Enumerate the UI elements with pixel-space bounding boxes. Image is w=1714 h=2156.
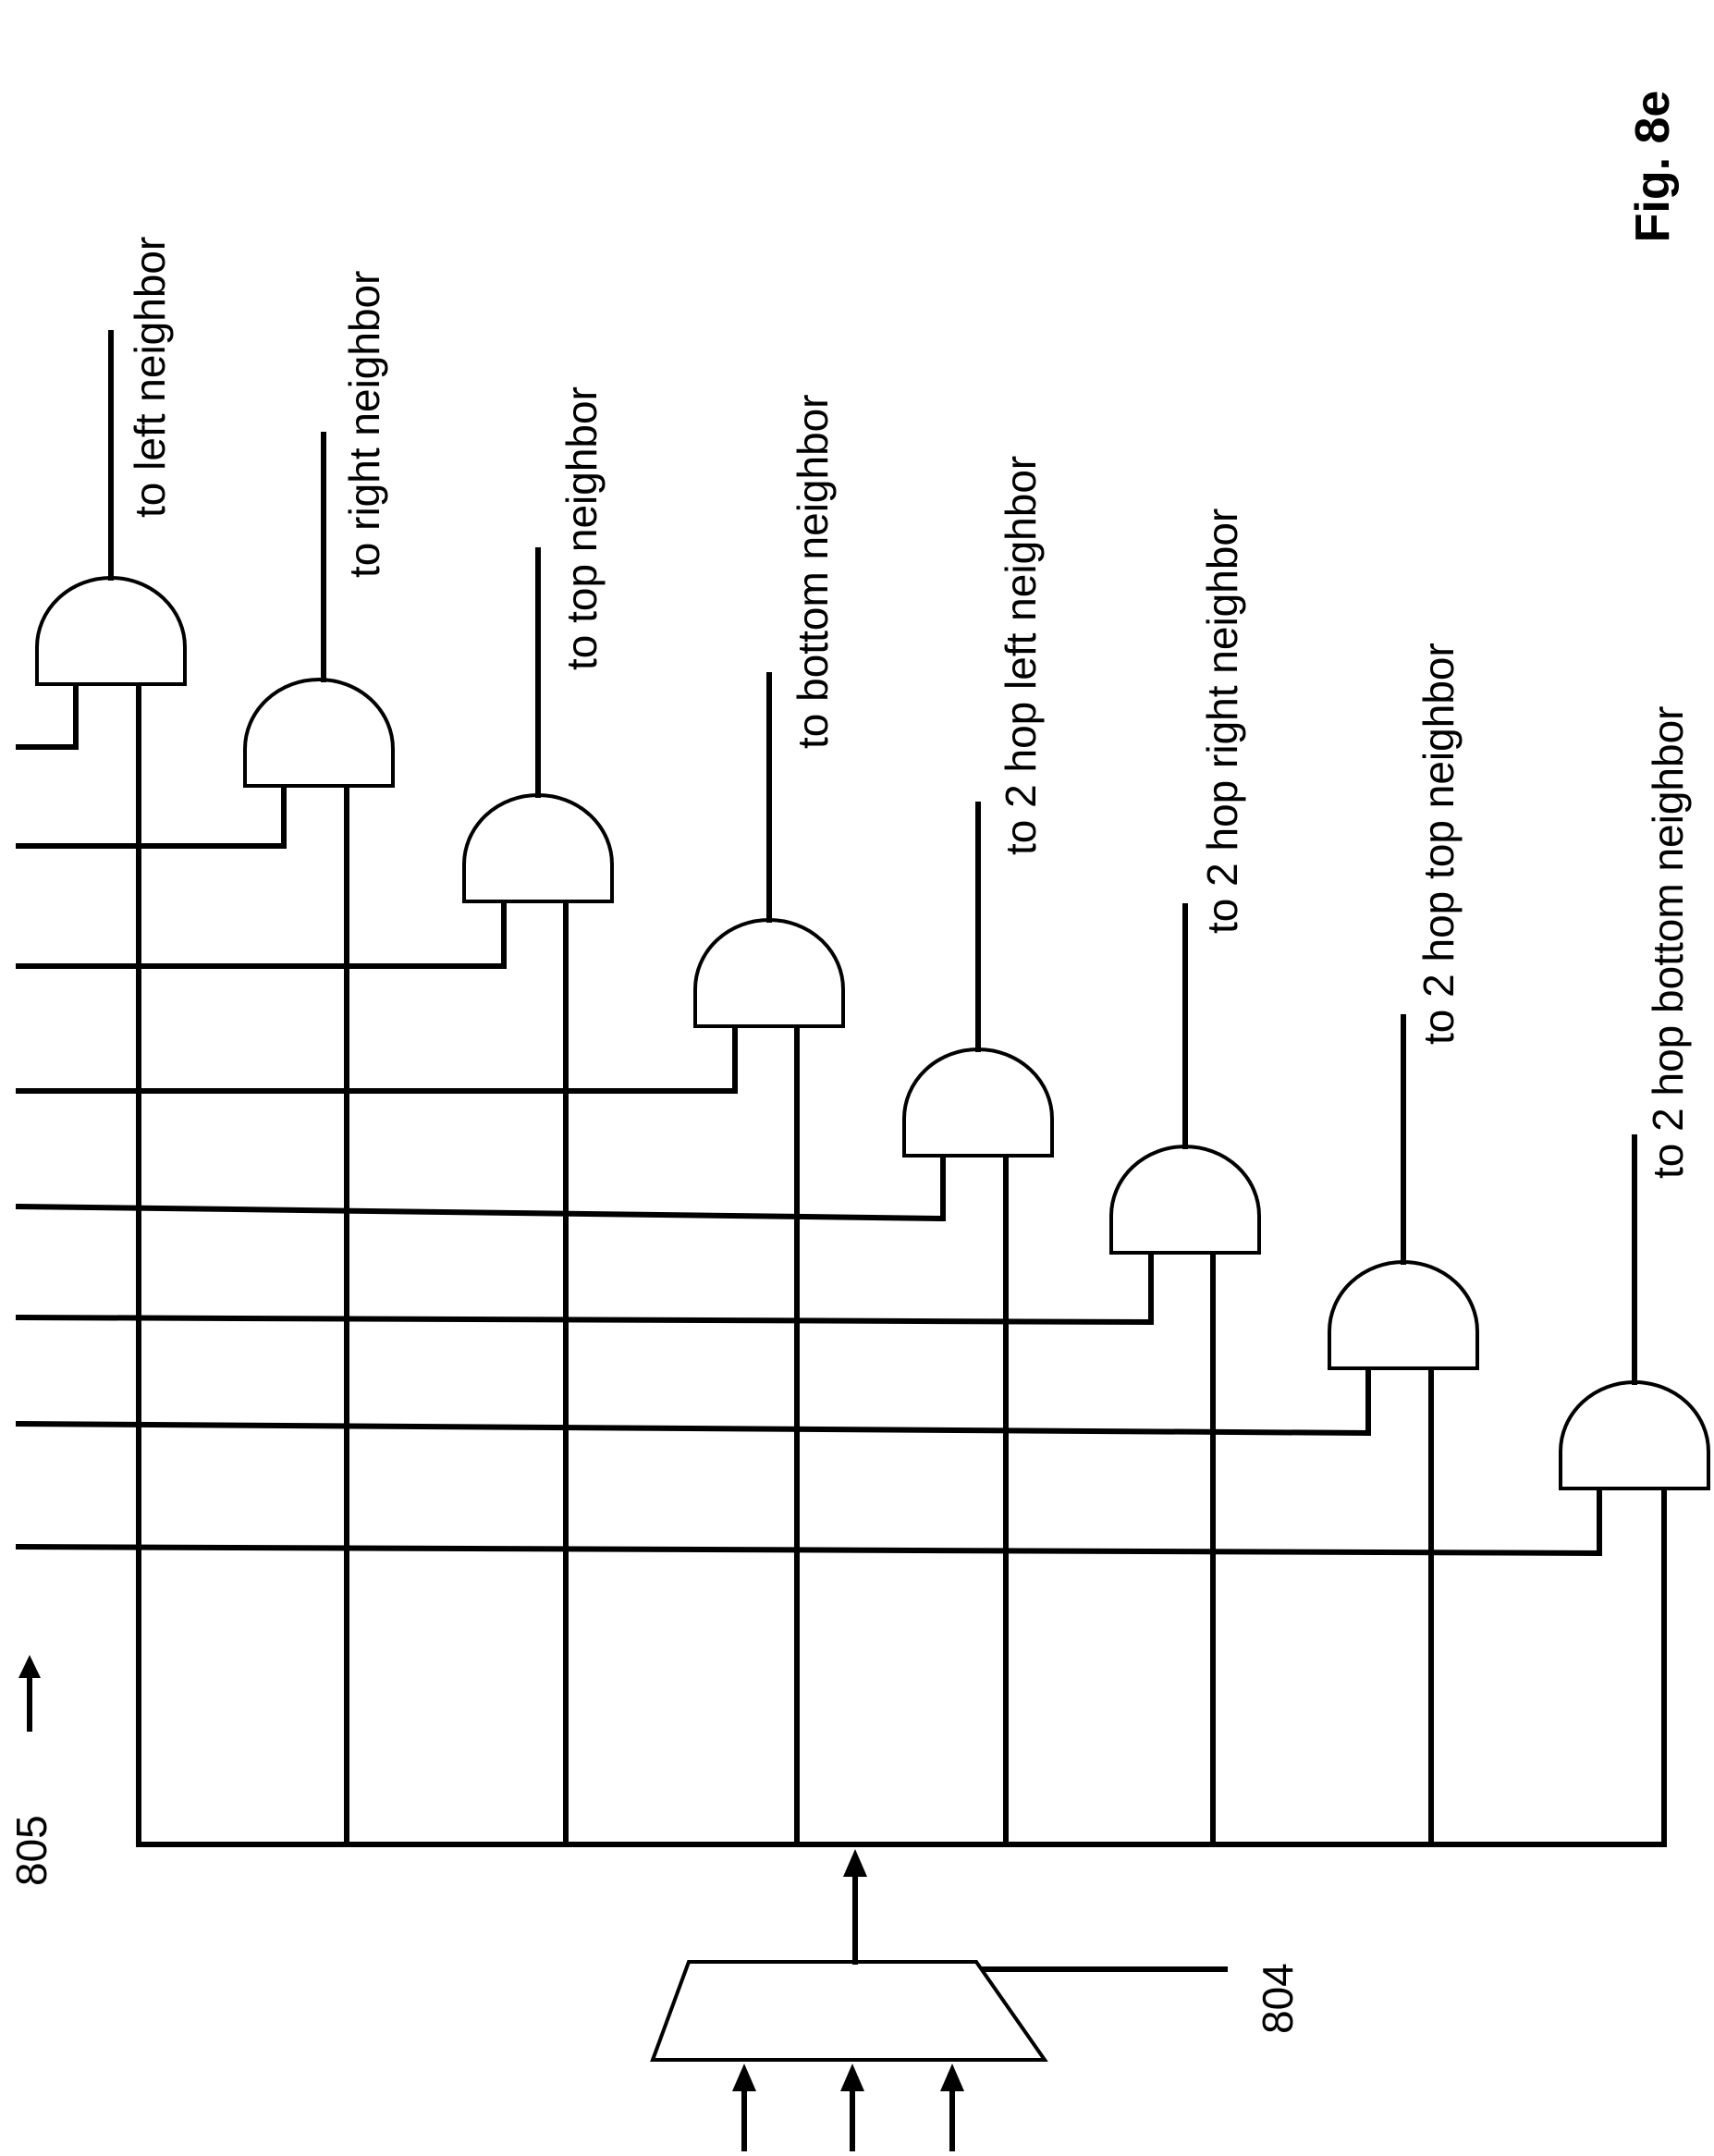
ref-804-label: 804 [1254,1963,1302,2034]
and-gate-2hop-right-neighbor: to 2 hop right neighbor [18,508,1259,1844]
mux-input-arrow-2 [840,2064,864,2151]
figure-label: Fig. 8e [1626,91,1680,243]
mux-input-arrow-1 [732,2064,756,2151]
and-gate-left-neighbor: to left neighbor [18,237,185,1844]
mux-output-arrow [843,1849,867,1962]
ref-805-label: 805 [7,1815,55,1886]
output-label-right-neighbor: to right neighbor [340,271,388,578]
output-label-2hop-right-neighbor: to 2 hop right neighbor [1198,508,1246,934]
and-gate-right-neighbor: to right neighbor [18,271,393,1844]
output-label-2hop-left-neighbor: to 2 hop left neighbor [997,456,1045,855]
output-label-2hop-bottom-neighbor: to 2 hop bottom neighbor [1644,706,1692,1179]
ref-805-arrow [18,1655,41,1729]
output-label-2hop-top-neighbor: to 2 hop top neighbor [1414,643,1463,1045]
mux-804 [653,1962,1045,2060]
mux-input-arrow-3 [940,2064,964,2151]
output-label-left-neighbor: to left neighbor [126,237,174,518]
output-label-bottom-neighbor: to bottom neighbor [789,394,837,749]
output-label-top-neighbor: to top neighbor [557,386,606,670]
